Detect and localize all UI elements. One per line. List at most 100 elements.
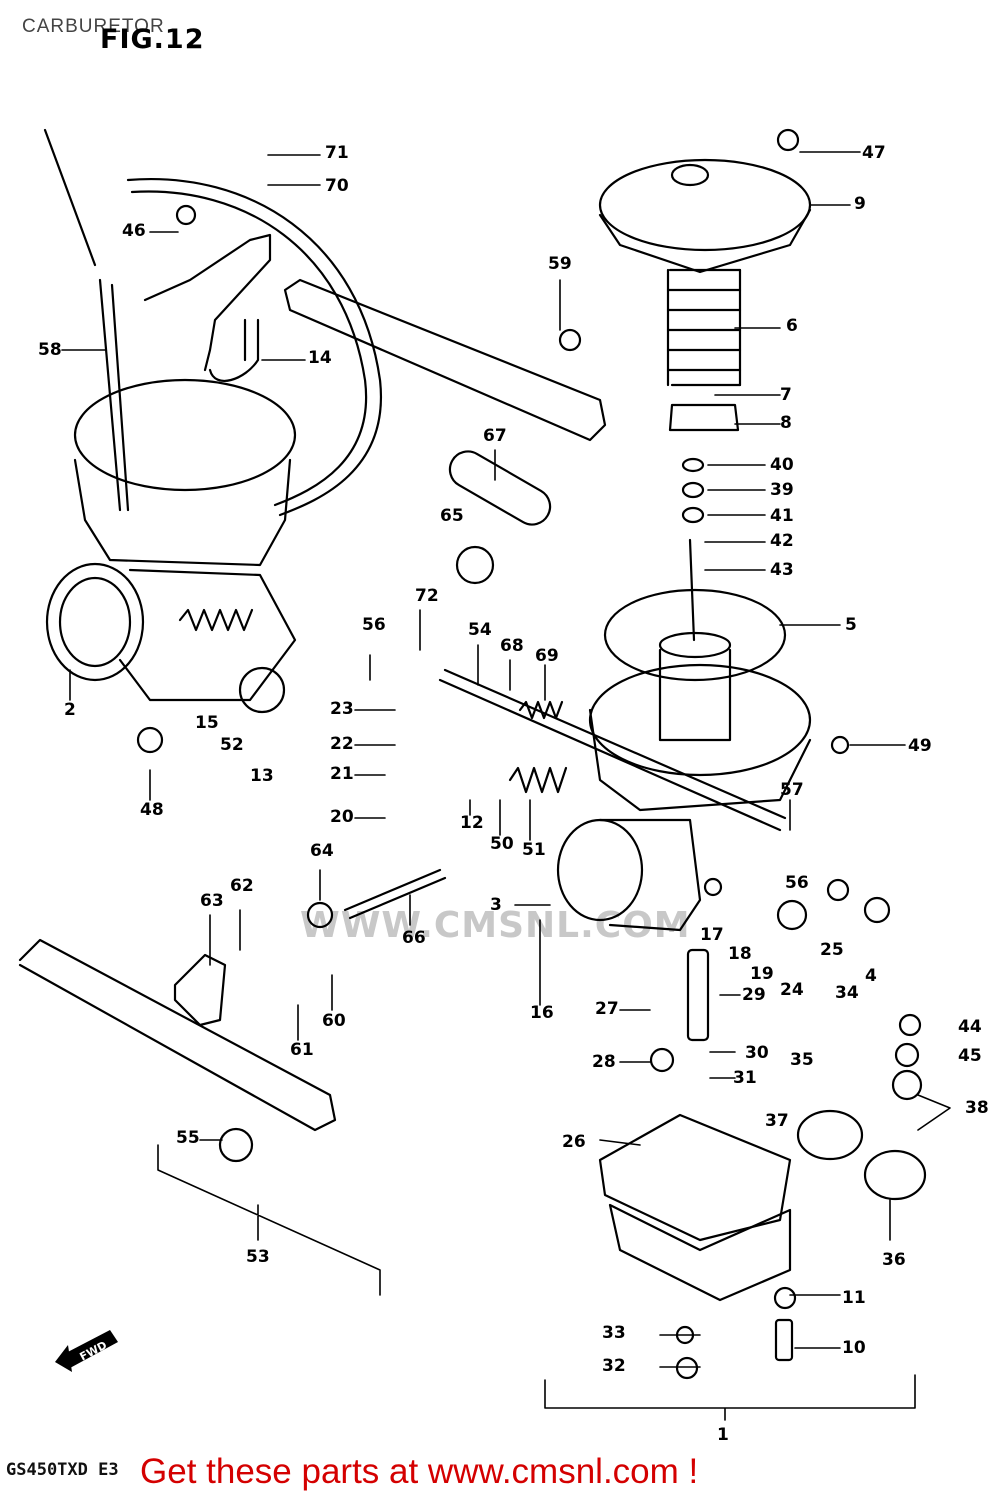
spring-69 (518, 700, 564, 720)
carb-inlet-left (45, 562, 145, 682)
part-label: 28 (592, 1052, 616, 1072)
screw-47 (776, 128, 800, 152)
part-label: 35 (790, 1050, 814, 1070)
part-label: 56 (362, 615, 386, 635)
screw-10 (774, 1318, 794, 1362)
part-label: 40 (770, 455, 794, 475)
part-label: 53 (246, 1247, 270, 1267)
part-label: 54 (468, 620, 492, 640)
part-label: 70 (325, 176, 349, 196)
part-label: 42 (770, 531, 794, 551)
part-label: 11 (842, 1288, 866, 1308)
screw-55 (218, 1127, 254, 1163)
leader-lines (61, 151, 951, 1421)
part-label: 14 (308, 348, 332, 368)
washer-16 (703, 877, 723, 897)
part-label: 45 (958, 1046, 982, 1066)
part-label: 17 (700, 925, 724, 945)
part-label: 47 (862, 143, 886, 163)
promo-link[interactable]: Get these parts at www.cmsnl.com ! (140, 1452, 699, 1491)
part-label: 5 (845, 615, 857, 635)
part-label: 62 (230, 876, 254, 896)
part-label: 8 (780, 413, 792, 433)
throttle-shaft-54 (438, 668, 787, 832)
part-label: 18 (728, 944, 752, 964)
diaphragm-5 (603, 588, 787, 682)
jet-29 (686, 948, 710, 1042)
part-label: 49 (908, 736, 932, 756)
part-label: 67 (483, 426, 507, 446)
washer-39 (681, 481, 705, 499)
part-label: 36 (882, 1250, 906, 1270)
part-label: 4 (865, 966, 877, 986)
part-label: 37 (765, 1111, 789, 1131)
part-label: 16 (530, 1003, 554, 1023)
spring-51 (508, 766, 568, 794)
part-label: 3 (490, 895, 502, 915)
float-36 (796, 1109, 864, 1161)
part-label: 23 (330, 699, 354, 719)
part-label: 10 (842, 1338, 866, 1358)
part-label: 72 (415, 586, 439, 606)
lever-63 (173, 953, 227, 1027)
part-28 (649, 1047, 675, 1073)
part-25 (863, 896, 891, 924)
spring-6 (666, 268, 742, 387)
part-label: 52 (220, 735, 244, 755)
nut-44 (898, 1013, 922, 1037)
part-label: 1 (717, 1425, 729, 1445)
part-label: 64 (310, 841, 334, 861)
part-label: 33 (602, 1323, 626, 1343)
top-cover-9 (598, 158, 812, 252)
part-label: 29 (742, 985, 766, 1005)
part-label: 32 (602, 1356, 626, 1376)
part-label: 24 (780, 980, 804, 1000)
part-label: 44 (958, 1017, 982, 1037)
part-label: 34 (835, 983, 859, 1003)
piston-7-8 (668, 403, 740, 432)
fitting-65 (455, 545, 495, 585)
part-11 (773, 1286, 797, 1310)
bracket-top (143, 233, 272, 372)
part-label: 22 (330, 734, 354, 754)
part-label: 9 (854, 194, 866, 214)
model-code: GS450TXD E3 (6, 1460, 119, 1480)
part-label: 15 (195, 713, 219, 733)
float-bowl-26 (598, 1113, 792, 1242)
part-label: 43 (770, 560, 794, 580)
page-title: CARBURETOR (22, 16, 165, 37)
part-label: 13 (250, 766, 274, 786)
hose-curved (126, 177, 383, 517)
part-label: 48 (140, 800, 164, 820)
mounting-plate (283, 278, 607, 442)
part-label: 69 (535, 646, 559, 666)
part-label: 55 (176, 1128, 200, 1148)
part-label: 59 (548, 254, 572, 274)
figure-label: FIG.12 (100, 24, 205, 55)
part-label: 38 (965, 1098, 989, 1118)
washer-64 (306, 901, 334, 929)
washer-48 (136, 726, 164, 754)
screw-46 (175, 204, 197, 226)
part-label: 46 (122, 221, 146, 241)
part-38 (891, 1069, 923, 1101)
screw-59 (558, 328, 582, 352)
part-label: 25 (820, 940, 844, 960)
part-label: 6 (786, 316, 798, 336)
washer-41 (681, 506, 705, 524)
part-label: 26 (562, 1132, 586, 1152)
part-label: 66 (402, 928, 426, 948)
part-label: 56 (785, 873, 809, 893)
part-label: 27 (595, 999, 619, 1019)
part-label: 31 (733, 1068, 757, 1088)
forward-arrow-badge (55, 1330, 118, 1372)
part-label: 12 (460, 813, 484, 833)
part-label: 20 (330, 807, 354, 827)
washer-45 (894, 1042, 920, 1068)
part-label: 61 (290, 1040, 314, 1060)
nut-49 (830, 735, 850, 755)
part-label: 50 (490, 834, 514, 854)
bracket-53 (18, 938, 337, 1132)
carb-top-cover-left (73, 378, 297, 492)
